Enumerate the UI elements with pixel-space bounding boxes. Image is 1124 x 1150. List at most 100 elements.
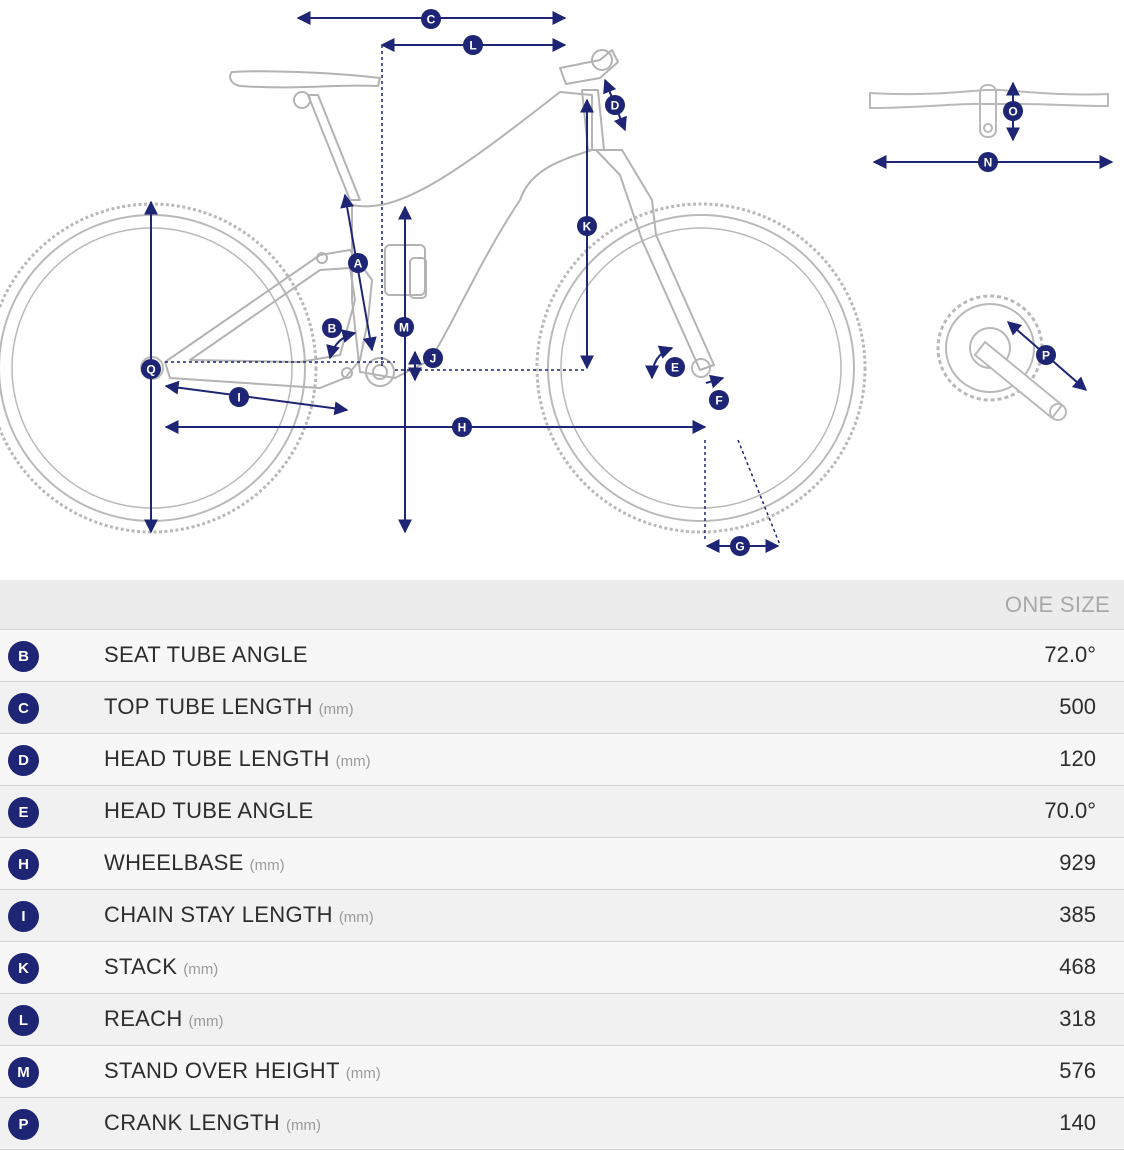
row-name: REACH [104,1006,183,1031]
table-row: K STACK (mm) 468 [0,942,1124,994]
row-letter-badge: H [8,849,39,880]
row-label: CRANK LENGTH (mm) [104,1110,321,1136]
svg-text:M: M [399,321,409,335]
svg-text:E: E [671,361,679,375]
table-row: H WHEELBASE (mm) 929 [0,838,1124,890]
row-unit: (mm) [335,753,371,770]
size-column-header: ONE SIZE [1004,592,1110,617]
table-row: M STAND OVER HEIGHT (mm) 576 [0,1046,1124,1098]
row-letter-badge: E [8,797,39,828]
row-unit: (mm) [249,857,285,874]
row-letter-badge: K [8,953,39,984]
marker-n: N [978,152,998,172]
marker-o: O [1003,101,1023,121]
row-value: 72.0° [1044,642,1096,667]
svg-text:H: H [458,421,467,435]
marker-a: A [348,253,368,273]
svg-text:F: F [715,394,722,408]
marker-q: Q [141,359,161,379]
svg-text:D: D [611,99,620,113]
svg-text:C: C [427,13,436,27]
row-value: 576 [1059,1058,1096,1083]
geometry-table: ONE SIZE B SEAT TUBE ANGLE 72.0° C TOP T… [0,580,1124,1150]
svg-text:N: N [984,156,993,170]
row-letter-badge: L [8,1005,39,1036]
table-row: P CRANK LENGTH (mm) 140 [0,1098,1124,1150]
row-letter-badge: C [8,693,39,724]
row-label: STACK (mm) [104,954,218,980]
marker-b: B [322,318,342,338]
marker-g: G [730,536,750,556]
row-value: 70.0° [1044,798,1096,823]
marker-f: F [709,390,729,410]
row-value: 468 [1059,954,1096,979]
row-unit: (mm) [338,909,374,926]
row-label: REACH (mm) [104,1006,224,1032]
row-unit: (mm) [345,1065,381,1082]
row-name: CRANK LENGTH [104,1110,280,1135]
marker-i: I [229,387,249,407]
svg-text:A: A [354,257,363,271]
row-name: STACK [104,954,178,979]
row-label: HEAD TUBE LENGTH (mm) [104,746,371,772]
table-row: D HEAD TUBE LENGTH (mm) 120 [0,734,1124,786]
row-label: TOP TUBE LENGTH (mm) [104,694,354,720]
row-unit: (mm) [318,701,354,718]
table-row: C TOP TUBE LENGTH (mm) 500 [0,682,1124,734]
crankset-detail [936,294,1088,421]
svg-text:L: L [469,39,476,53]
table-row: L REACH (mm) 318 [0,994,1124,1046]
marker-m: M [394,317,414,337]
row-label: CHAIN STAY LENGTH (mm) [104,902,374,928]
marker-e: E [665,357,685,377]
row-letter-badge: B [8,641,39,672]
marker-l: L [463,35,483,55]
dimension-lines [144,11,781,553]
row-value: 120 [1059,746,1096,771]
row-unit: (mm) [183,961,219,978]
marker-h: H [452,417,472,437]
row-label: HEAD TUBE ANGLE [104,798,314,824]
row-name: HEAD TUBE LENGTH [104,746,330,771]
row-letter-badge: M [8,1057,39,1088]
row-value: 929 [1059,850,1096,875]
row-name: WHEELBASE [104,850,244,875]
marker-c: C [421,9,441,29]
front-wheel [535,202,867,534]
row-value: 140 [1059,1110,1096,1135]
marker-k: K [577,216,597,236]
row-name: STAND OVER HEIGHT [104,1058,340,1083]
svg-text:O: O [1008,105,1017,119]
table-row: E HEAD TUBE ANGLE 70.0° [0,786,1124,838]
row-letter-badge: P [8,1109,39,1140]
svg-text:J: J [430,352,437,366]
row-value: 385 [1059,902,1096,927]
row-label: WHEELBASE (mm) [104,850,285,876]
table-row: B SEAT TUBE ANGLE 72.0° [0,630,1124,682]
row-value: 500 [1059,694,1096,719]
row-name: HEAD TUBE ANGLE [104,798,314,823]
svg-text:K: K [583,220,592,234]
row-unit: (mm) [188,1013,224,1030]
table-row: I CHAIN STAY LENGTH (mm) 385 [0,890,1124,942]
svg-text:Q: Q [146,363,155,377]
svg-text:G: G [735,540,744,554]
bike-geometry-diagram: C L D K A M B J Q I H E F G O N P [0,9,1114,556]
row-value: 318 [1059,1006,1096,1031]
row-unit: (mm) [285,1117,321,1134]
row-name: TOP TUBE LENGTH [104,694,313,719]
row-label: STAND OVER HEIGHT (mm) [104,1058,381,1084]
svg-text:P: P [1042,349,1050,363]
row-name: CHAIN STAY LENGTH [104,902,333,927]
marker-p: P [1036,345,1056,365]
marker-d: D [605,95,625,115]
marker-j: J [423,348,443,368]
handlebar-detail [869,81,1114,169]
svg-text:I: I [237,391,240,405]
row-letter-badge: I [8,901,39,932]
row-letter-badge: D [8,745,39,776]
table-header: ONE SIZE [0,580,1124,630]
svg-text:B: B [328,322,337,336]
row-label: SEAT TUBE ANGLE [104,642,308,668]
row-name: SEAT TUBE ANGLE [104,642,308,667]
